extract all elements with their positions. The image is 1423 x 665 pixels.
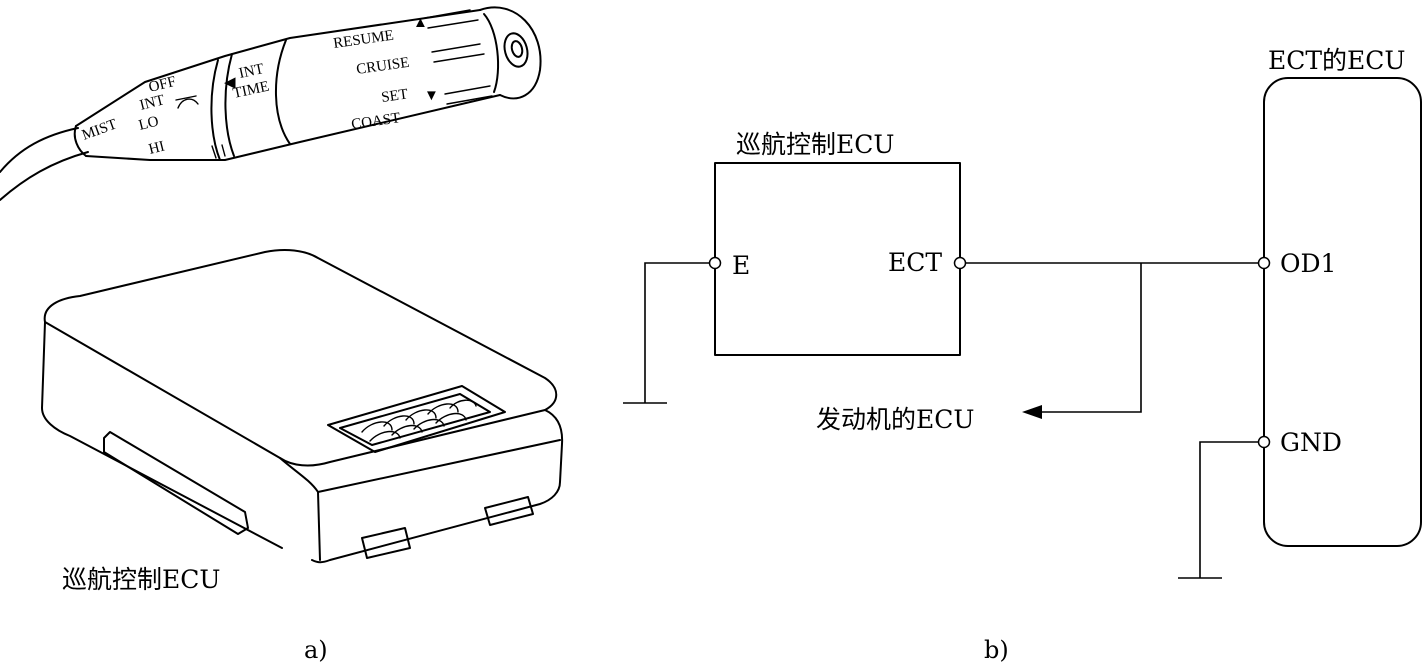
switch-label-hi: HI — [147, 139, 166, 158]
resume-arrow-icon: ▲ — [413, 15, 428, 31]
terminal-e-label: E — [732, 251, 750, 280]
branch-wire-engine-ecu — [1040, 263, 1142, 413]
switch-label-set: SET — [380, 86, 409, 106]
cruise-ecu-box-illustration — [41, 249, 564, 564]
switch-label-wiper-int: INT — [138, 92, 166, 114]
panel-b: 巡航控制ECU E ECT 发动机的ECU ECT的ECU OD1 GND b) — [623, 46, 1422, 664]
ect-ecu-title: ECT的ECU — [1268, 46, 1406, 75]
switch-label-off: OFF — [147, 74, 178, 96]
panel-a: RESUME ▲ CRUISE SET ▼ COAST ◀ INT TIME M… — [0, 6, 564, 664]
cruise-control-switch-illustration: RESUME ▲ CRUISE SET ▼ COAST ◀ INT TIME M… — [0, 6, 542, 201]
terminal-ect-label: ECT — [888, 248, 942, 277]
switch-label-lo: LO — [137, 113, 160, 133]
set-arrow-icon: ▼ — [424, 88, 439, 104]
terminal-e — [708, 256, 722, 270]
engine-ecu-label: 发动机的ECU — [816, 405, 974, 434]
switch-label-cruise: CRUISE — [355, 55, 410, 78]
terminal-od1-label: OD1 — [1280, 249, 1336, 278]
terminal-od1 — [1257, 256, 1271, 270]
panel-a-caption: a) — [304, 636, 328, 664]
terminal-gnd — [1257, 435, 1271, 449]
ect-ecu-block — [1263, 77, 1422, 547]
terminal-ect — [953, 256, 967, 270]
switch-label-time: TIME — [232, 79, 271, 102]
terminal-gnd-label: GND — [1280, 428, 1342, 457]
panel-b-caption: b) — [984, 636, 1009, 664]
cruise-ecu-title: 巡航控制ECU — [736, 130, 894, 159]
int-arrow-icon: ◀ — [224, 75, 236, 91]
ground-wire-gnd — [1199, 441, 1258, 578]
switch-label-int: INT — [238, 61, 266, 82]
cruise-ecu-caption: 巡航控制ECU — [62, 565, 220, 594]
ground-wire-e — [644, 262, 709, 403]
arrow-left-icon — [1022, 405, 1042, 419]
switch-label-coast: COAST — [350, 110, 401, 133]
